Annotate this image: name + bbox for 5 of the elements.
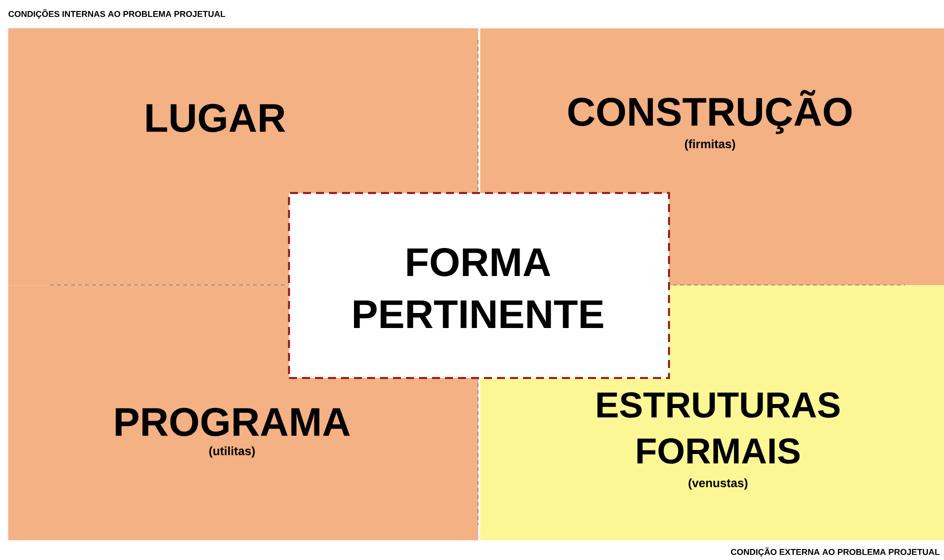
node-label: PROGRAMA	[116, 408, 350, 436]
node-label: (utilitas)	[209, 446, 255, 458]
section-heading: CONDIÇÕES INTERNAS AO PROBLEMA PROJETUAL	[8, 9, 226, 19]
node-label: CONDIÇÃO EXTERNA AO PROBLEMA PROJETUAL	[730, 547, 940, 557]
center-box: FORMA PERTINENTE	[288, 192, 670, 379]
